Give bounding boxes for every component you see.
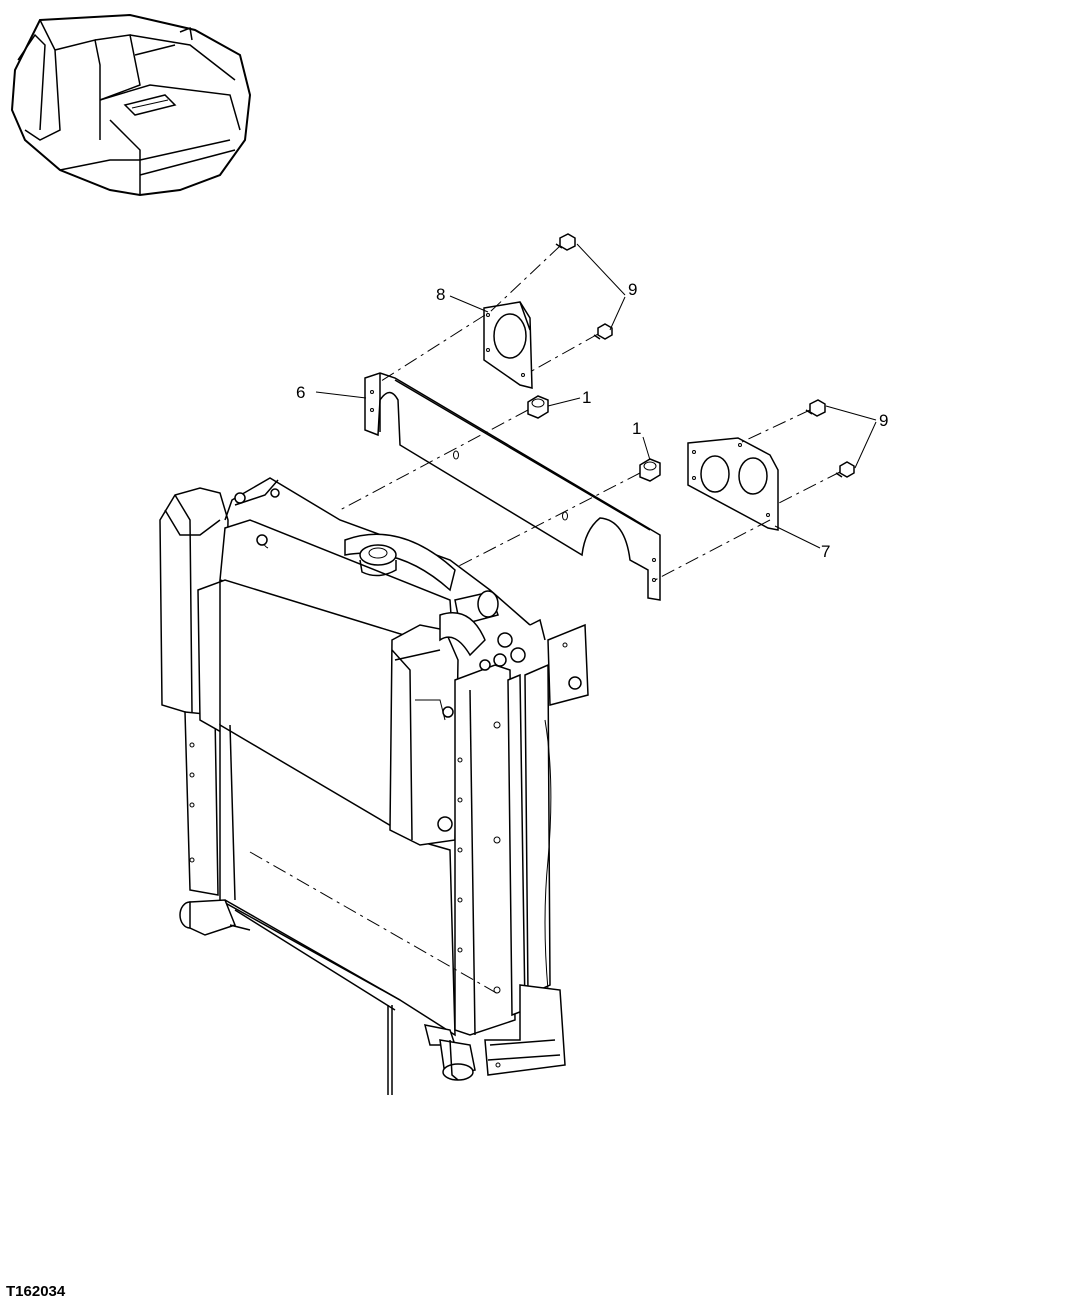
bracket-part-6 xyxy=(364,372,661,601)
machine-location-thumbnail xyxy=(10,13,252,197)
plate-part-7 xyxy=(687,437,779,531)
nut-part-1-lower xyxy=(639,458,661,482)
figure-id: T162034 xyxy=(6,1283,66,1300)
callout-1-lower: 1 xyxy=(632,419,641,438)
plate-part-8 xyxy=(483,301,533,389)
bolt-part-9-a xyxy=(555,233,576,251)
alignment-lines xyxy=(249,245,841,996)
callout-6: 6 xyxy=(296,383,305,402)
nut-part-1-upper xyxy=(527,395,549,419)
bolt-part-9-c xyxy=(805,399,826,417)
callout-8: 8 xyxy=(436,285,445,304)
callout-7: 7 xyxy=(821,542,830,561)
callout-9-upper: 9 xyxy=(628,280,637,299)
callout-labels: 8 9 6 1 1 9 7 xyxy=(296,280,888,561)
callout-1-upper: 1 xyxy=(582,388,591,407)
radiator-assembly xyxy=(159,477,589,1095)
callout-leaders xyxy=(315,243,877,549)
callout-9-lower: 9 xyxy=(879,411,888,430)
bolt-part-9-d xyxy=(835,461,855,478)
bolt-part-9-b xyxy=(593,323,613,340)
